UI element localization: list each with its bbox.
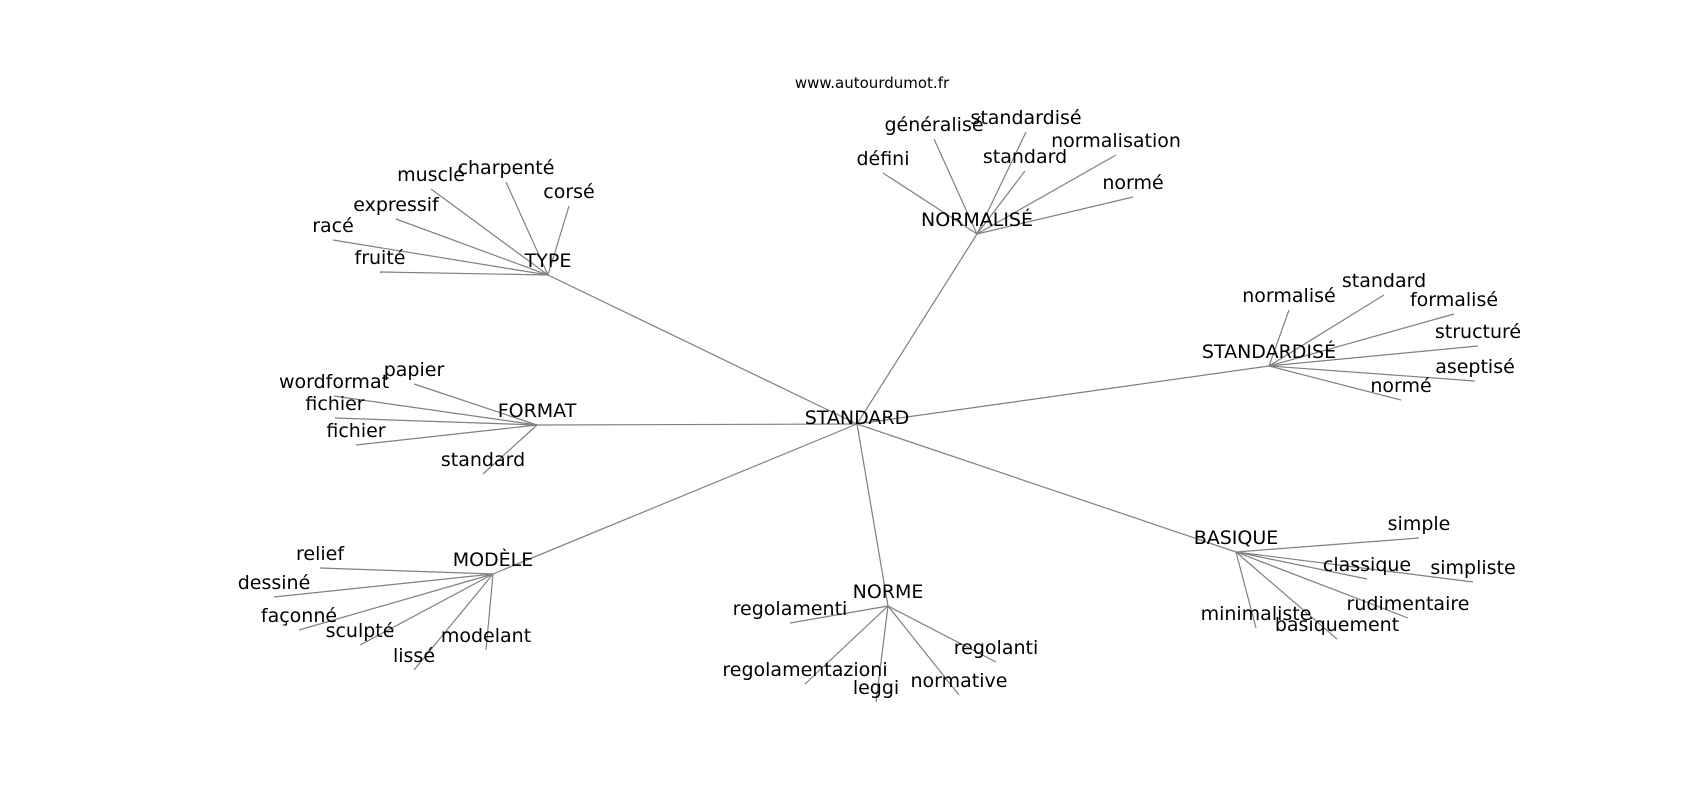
leaf-label: dessiné — [238, 572, 311, 594]
edge-hub-to-leaf — [875, 605, 889, 703]
edge-hub-to-leaf — [933, 138, 978, 235]
edge-hub-to-leaf — [789, 605, 889, 624]
edge-hub-to-leaf — [1235, 551, 1338, 640]
edge-hub-to-leaf — [976, 131, 1027, 235]
leaf-label: minimaliste — [1201, 603, 1312, 625]
edge-hub-to-leaf — [505, 181, 549, 276]
edge-hub-to-leaf — [273, 573, 494, 598]
leaf-label: racé — [312, 215, 354, 237]
leaf-label: généralisé — [884, 114, 983, 136]
edge-root-to-hub — [536, 423, 858, 426]
leaf-label: corsé — [543, 181, 594, 203]
leaf-label: regolamenti — [733, 598, 848, 620]
leaf-label: expressif — [353, 194, 440, 216]
leaf-label: modelant — [441, 625, 531, 647]
hub-label: TYPE — [524, 250, 572, 272]
leaf-label: défini — [856, 148, 909, 170]
leaf-label: fruité — [355, 247, 406, 269]
leaf-label: normative — [911, 670, 1008, 692]
edge-hub-to-leaf — [1235, 551, 1409, 619]
edge-hub-to-leaf — [887, 605, 997, 663]
edge-hub-to-leaf — [379, 271, 549, 276]
leaf-label: leggi — [853, 677, 899, 699]
leaf-label: simple — [1388, 513, 1451, 535]
edge-hub-to-leaf — [976, 154, 1117, 235]
leaf-label: façonné — [261, 605, 337, 627]
leaf-label: musclé — [397, 164, 465, 186]
leaf-label: wordformat — [279, 371, 389, 393]
edge-hub-to-leaf — [413, 573, 494, 671]
leaf-label: normalisation — [1051, 130, 1181, 152]
edge-hub-to-leaf — [976, 196, 1134, 235]
root-label: STANDARD — [805, 407, 910, 429]
edge-hub-to-leaf — [355, 424, 538, 446]
leaf-label: formalisé — [1410, 289, 1498, 311]
leaf-label: lissé — [393, 645, 435, 667]
leaf-label: fichier — [305, 393, 364, 415]
leaf-label: standardisé — [970, 107, 1081, 129]
edges — [273, 131, 1479, 703]
edge-hub-to-leaf — [976, 170, 1026, 235]
edge-root-to-hub — [856, 233, 978, 425]
edge-hub-to-leaf — [1235, 551, 1474, 583]
leaf-label: normé — [1102, 172, 1163, 194]
leaf-label: basiquement — [1275, 614, 1399, 636]
edge-hub-to-leaf — [395, 218, 549, 276]
leaf-label: relief — [296, 543, 345, 565]
edge-hub-to-leaf — [430, 188, 549, 276]
leaf-label: fichier — [326, 420, 385, 442]
edge-root-to-hub — [856, 423, 1237, 553]
edge-hub-to-leaf — [1268, 365, 1476, 382]
leaf-label: normé — [1370, 375, 1431, 397]
leaf-label: aseptisé — [1435, 356, 1515, 378]
hub-label: FORMAT — [498, 400, 577, 422]
edge-hub-to-leaf — [1235, 551, 1368, 580]
edge-hub-to-leaf — [804, 605, 889, 685]
edge-root-to-hub — [492, 423, 858, 575]
leaf-label: simpliste — [1430, 557, 1515, 579]
edge-hub-to-leaf — [1268, 313, 1455, 367]
leaf-label: standard — [983, 146, 1067, 168]
hub-label: NORMALISÉ — [921, 208, 1033, 231]
edge-hub-to-leaf — [482, 424, 538, 475]
edge-hub-to-leaf — [332, 239, 549, 276]
hub-label: STANDARDISÉ — [1202, 340, 1336, 363]
edge-hub-to-leaf — [485, 573, 494, 651]
leaf-label: standard — [441, 449, 525, 471]
edge-hub-to-leaf — [1268, 345, 1479, 367]
leaf-label: structuré — [1435, 321, 1521, 343]
edge-hub-to-leaf — [1268, 365, 1402, 401]
edge-hub-to-leaf — [319, 567, 494, 575]
edge-hub-to-leaf — [359, 573, 494, 646]
edge-root-to-hub — [547, 274, 858, 425]
edge-hub-to-leaf — [882, 172, 978, 235]
leaf-label: standard — [1342, 270, 1426, 292]
edge-hub-to-leaf — [333, 395, 538, 426]
leaf-label: sculpté — [326, 620, 395, 642]
leaf-label: classique — [1323, 554, 1411, 576]
edge-hub-to-leaf — [298, 573, 494, 631]
leaf-label: regolamentazioni — [722, 659, 887, 681]
leaf-label: charpenté — [458, 157, 555, 179]
edge-hub-to-leaf — [334, 417, 538, 426]
edge-root-to-hub — [856, 365, 1270, 425]
edge-hub-to-leaf — [887, 605, 960, 696]
leaf-label: rudimentaire — [1347, 593, 1470, 615]
leaf-label: regolanti — [954, 637, 1038, 659]
edge-hub-to-leaf — [413, 383, 538, 426]
hub-label: NORME — [853, 581, 924, 603]
source-label: www.autourdumot.fr — [795, 74, 950, 92]
edge-root-to-hub — [856, 423, 889, 607]
edge-hub-to-leaf — [1268, 309, 1290, 367]
edge-hub-to-leaf — [1235, 537, 1420, 553]
leaf-label: normalisé — [1242, 285, 1335, 307]
hub-label: BASIQUE — [1194, 527, 1279, 549]
edge-hub-to-leaf — [1268, 294, 1385, 367]
leaf-label: papier — [384, 359, 445, 381]
edge-hub-to-leaf — [1235, 551, 1257, 629]
hub-label: MODÈLE — [453, 548, 534, 571]
edge-hub-to-leaf — [547, 205, 570, 276]
